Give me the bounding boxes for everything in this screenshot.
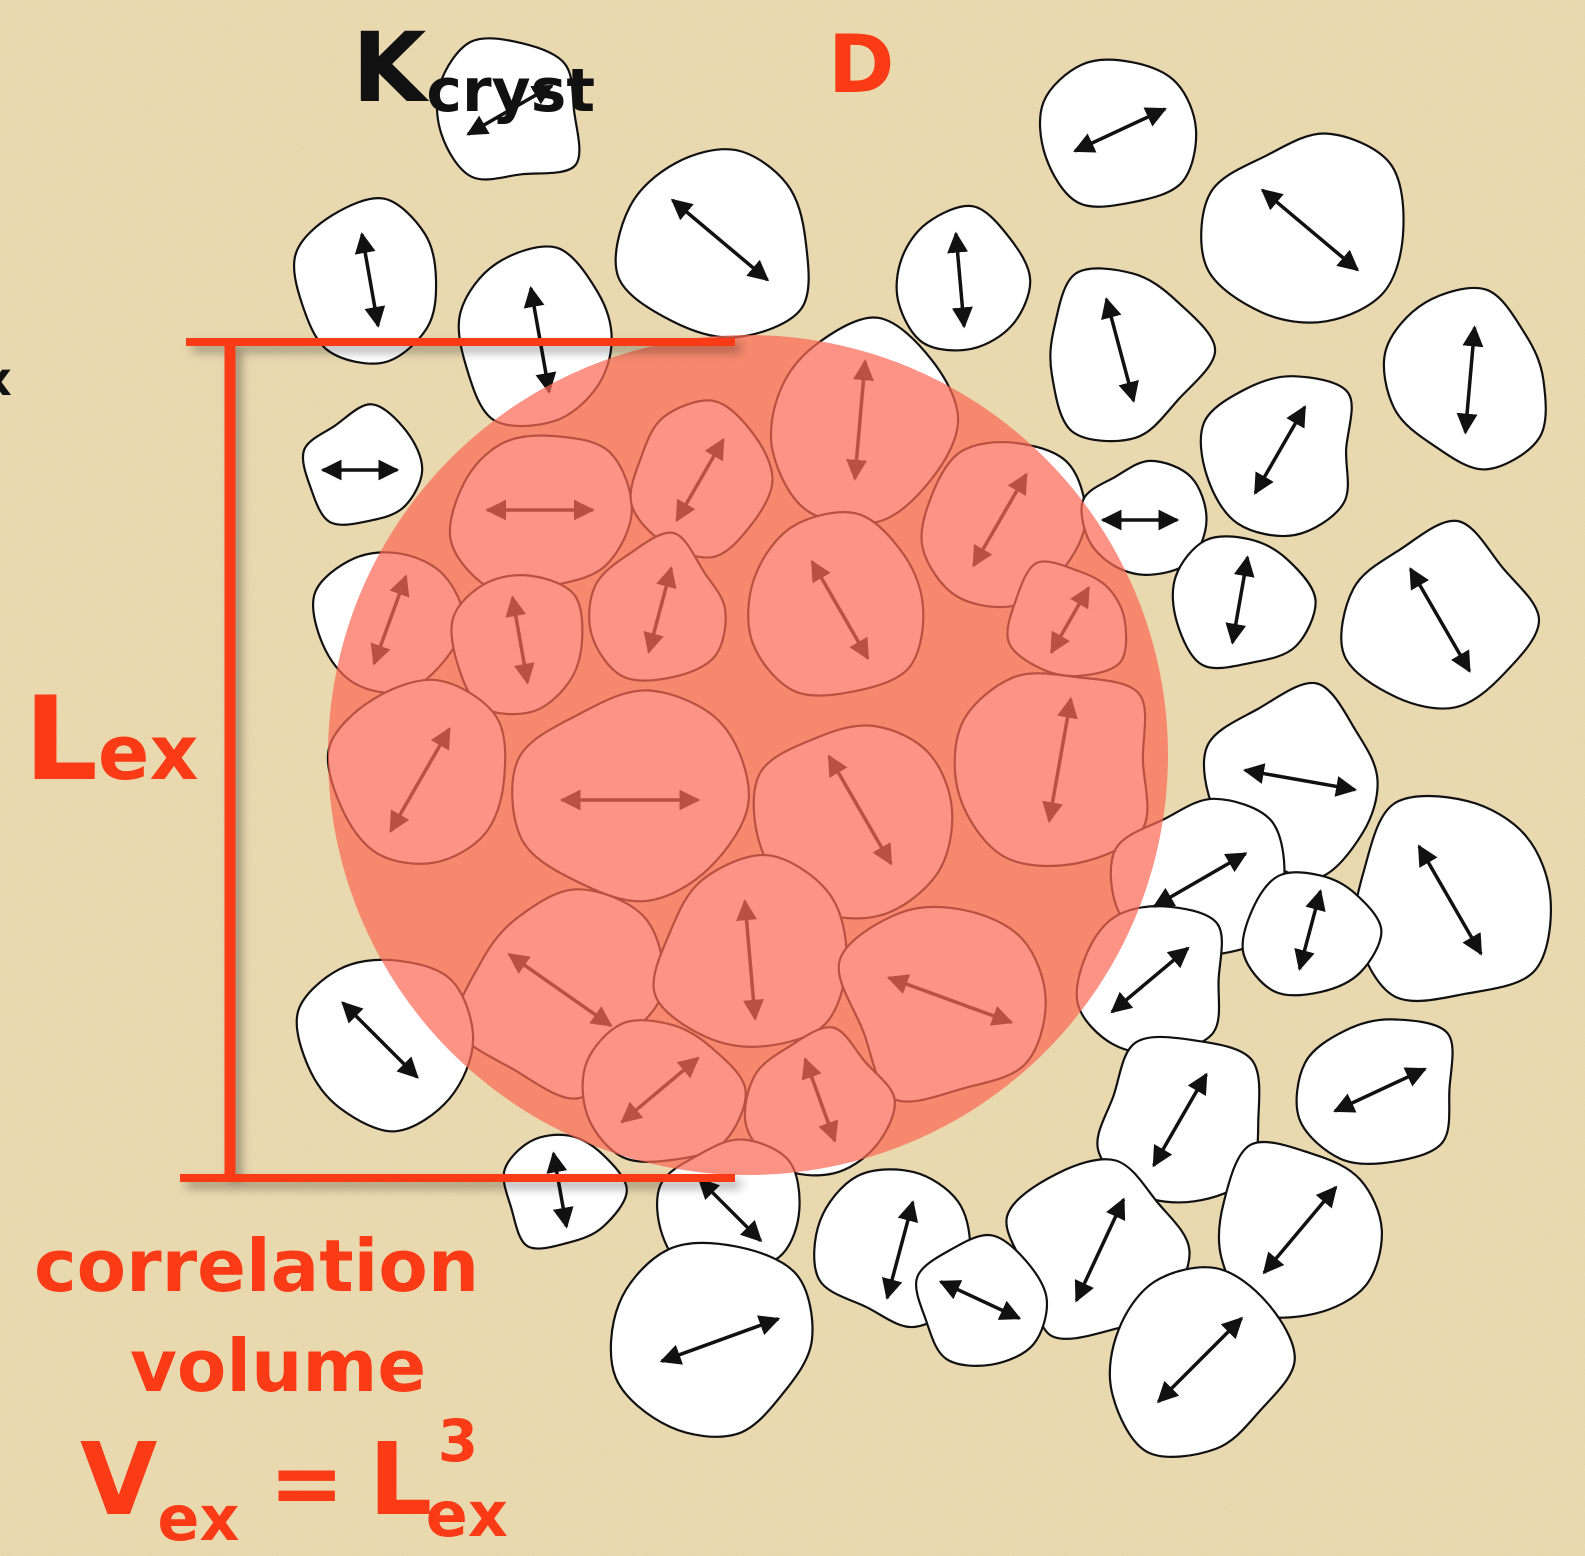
formula-l-superscript: 3 <box>438 1412 478 1470</box>
lex-label: Lex <box>24 682 199 798</box>
k-cryst-label: Kcryst <box>352 20 595 116</box>
formula-l: L <box>368 1421 432 1538</box>
k-symbol: K <box>352 12 426 124</box>
k-subscript: cryst <box>426 56 595 126</box>
formula-v: V <box>80 1421 157 1538</box>
correlation-volume-formula: Vex =L 3 ex <box>80 1430 508 1530</box>
formula-l-scripts: 3 ex <box>438 1430 508 1530</box>
formula-v-subscript: ex <box>157 1482 239 1555</box>
formula-equals: = <box>269 1431 344 1536</box>
caption-volume: volume <box>130 1330 426 1402</box>
caption-correlation: correlation <box>34 1230 479 1302</box>
crystal-grain <box>1040 60 1196 207</box>
formula-l-subscript: ex <box>426 1484 508 1546</box>
left-edge-fragment: x <box>0 356 12 402</box>
d-label: D <box>828 25 894 105</box>
lex-subscript: ex <box>98 708 199 797</box>
correlation-circle <box>328 335 1168 1175</box>
lex-symbol: L <box>24 672 98 807</box>
